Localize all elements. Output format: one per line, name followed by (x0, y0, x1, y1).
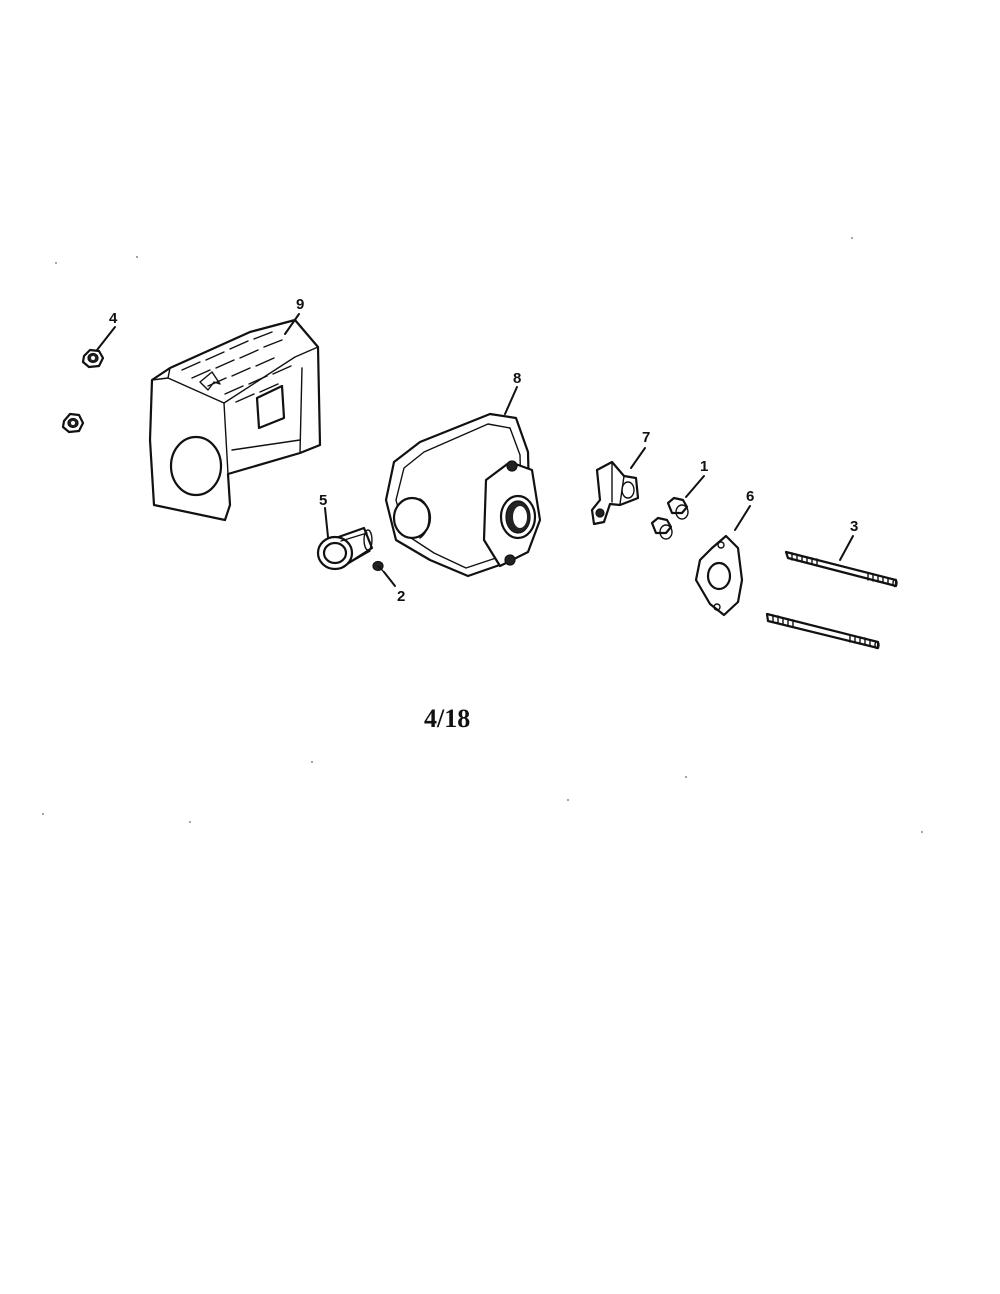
leader-2 (383, 571, 396, 587)
vent-slots (181, 331, 292, 403)
callout-7: 7 (642, 429, 650, 446)
part-3-studs[interactable] (765, 550, 898, 650)
scan-specks (42, 237, 923, 833)
callout-1: 1 (700, 458, 708, 475)
page-number: 4/18 (424, 704, 470, 733)
stud-upper[interactable] (784, 550, 898, 588)
callout-3: 3 (850, 518, 858, 535)
leader-1 (685, 475, 705, 498)
part-2-screw[interactable] (372, 560, 385, 573)
callout-6: 6 (746, 488, 754, 505)
part-4-nuts[interactable] (61, 348, 105, 434)
callout-8: 8 (513, 370, 521, 387)
bolt-upper[interactable] (666, 496, 689, 520)
nut-upper[interactable] (81, 348, 105, 369)
leader-4 (96, 326, 116, 351)
part-6-gasket[interactable] (694, 534, 744, 617)
part-8-muffler[interactable] (384, 412, 542, 578)
part-5-deflector[interactable] (316, 526, 374, 571)
leader-5 (324, 507, 329, 538)
stud-lower[interactable] (765, 612, 880, 650)
leader-9 (284, 313, 300, 335)
leader-3 (839, 535, 854, 561)
part-9-heat-shield[interactable] (148, 318, 322, 522)
leader-lines (96, 313, 854, 587)
callout-2: 2 (397, 588, 405, 605)
callout-9: 9 (296, 296, 304, 313)
callout-5: 5 (319, 492, 327, 509)
part-1-bolts[interactable] (650, 496, 689, 540)
nut-lower[interactable] (61, 412, 85, 434)
leader-8 (504, 386, 518, 415)
bolt-lower[interactable] (650, 516, 673, 540)
leader-6 (734, 505, 751, 531)
leader-7 (630, 447, 646, 469)
callout-4: 4 (109, 310, 118, 327)
callout-labels: 1 2 3 4 5 6 7 8 9 (109, 296, 858, 605)
part-7-bracket[interactable] (590, 460, 640, 526)
